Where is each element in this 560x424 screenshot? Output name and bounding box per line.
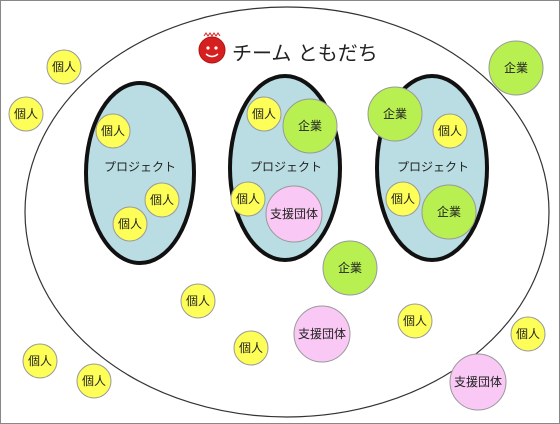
node-company: 企業 [322, 240, 378, 296]
node-individual: 個人 [95, 113, 131, 149]
node-individual: 個人 [385, 181, 421, 217]
svg-text:個人: 個人 [101, 124, 125, 138]
svg-text:企業: 企業 [338, 260, 362, 275]
node-individual: 個人 [46, 49, 82, 85]
svg-text:個人: 個人 [252, 107, 276, 121]
node-individual: 個人 [510, 316, 546, 352]
node-individual: 個人 [112, 206, 148, 242]
project-label-right: プロジェクト [397, 160, 469, 174]
svg-text:企業: 企業 [298, 118, 322, 133]
svg-text:支援団体: 支援団体 [454, 375, 502, 389]
svg-text:企業: 企業 [383, 106, 407, 121]
svg-text:企業: 企業 [437, 204, 461, 219]
node-individual: 個人 [233, 330, 269, 366]
svg-text:個人: 個人 [239, 341, 263, 355]
node-support: 支援団体 [449, 353, 507, 411]
svg-text:企業: 企業 [504, 60, 528, 75]
node-individual: 個人 [22, 343, 58, 379]
project-label-center: プロジェクト [250, 160, 322, 174]
node-individual: 個人 [8, 96, 44, 132]
node-individual: 個人 [144, 182, 180, 218]
svg-text:個人: 個人 [150, 193, 174, 207]
node-support: 支援団体 [265, 185, 323, 243]
node-individual: 個人 [432, 113, 468, 149]
svg-text:個人: 個人 [438, 124, 462, 138]
node-company: 企業 [367, 86, 423, 142]
node-individual: 個人 [246, 96, 282, 132]
node-individual: 個人 [230, 181, 266, 217]
svg-text:個人: 個人 [236, 192, 260, 206]
svg-text:個人: 個人 [403, 314, 427, 328]
svg-text:個人: 個人 [391, 192, 415, 206]
logo-eye-right [214, 46, 218, 50]
logo-smile [205, 53, 219, 58]
logo-crown-icon [203, 32, 221, 37]
svg-text:個人: 個人 [516, 327, 540, 341]
svg-text:個人: 個人 [52, 60, 76, 74]
svg-text:支援団体: 支援団体 [298, 327, 346, 341]
svg-text:個人: 個人 [186, 294, 210, 308]
svg-text:個人: 個人 [118, 217, 142, 231]
logo-eye-left [206, 46, 210, 50]
project-label-left: プロジェクト [104, 160, 176, 174]
node-support: 支援団体 [293, 305, 351, 363]
node-individual: 個人 [397, 303, 433, 339]
team-logo: チーム ともだち [198, 32, 378, 65]
team-title: チーム ともだち [232, 41, 378, 65]
svg-text:個人: 個人 [28, 354, 52, 368]
node-company: 企業 [421, 184, 477, 240]
svg-text:支援団体: 支援団体 [270, 207, 318, 221]
node-company: 企業 [488, 40, 544, 96]
svg-text:個人: 個人 [14, 107, 38, 121]
node-company: 企業 [282, 98, 338, 154]
node-individual: 個人 [180, 283, 216, 319]
node-individual: 個人 [76, 363, 112, 399]
svg-text:個人: 個人 [82, 374, 106, 388]
logo-face-icon [198, 36, 226, 64]
